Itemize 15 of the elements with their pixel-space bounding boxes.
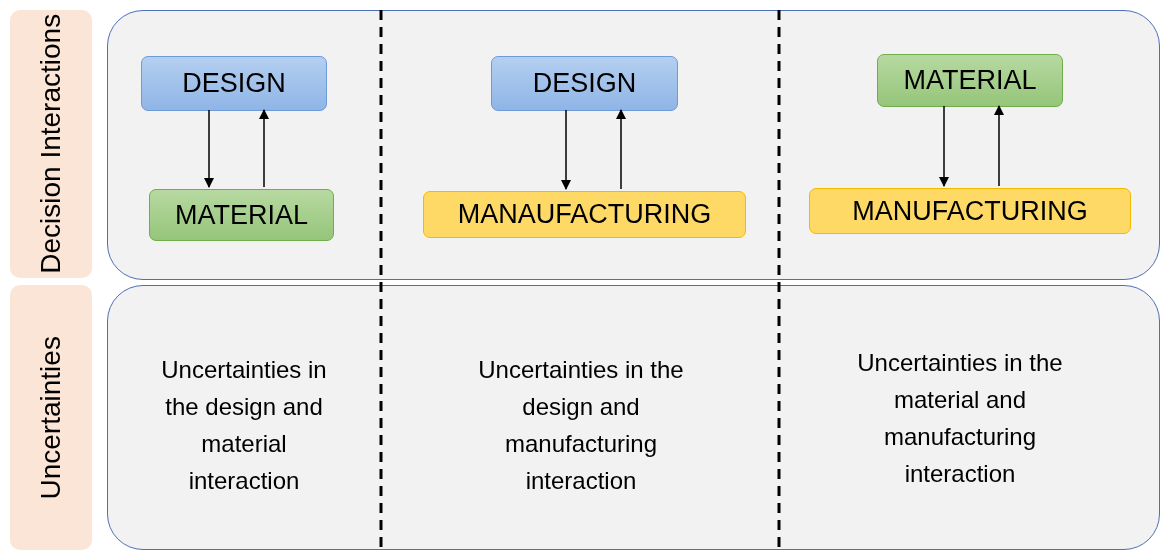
arrow <box>993 104 1005 187</box>
panel-background: DESIGN MATERIAL DESIGN MANAUFACTURING MATERIAL MANUFACTURING <box>107 10 1160 280</box>
row-label: Uncertainties <box>34 335 68 500</box>
description-text: Uncertainties in the design and manufacturing interaction <box>477 355 685 496</box>
arrow <box>615 108 627 190</box>
side-label-box <box>10 285 92 550</box>
arrow <box>258 108 270 188</box>
arrow <box>938 105 950 188</box>
arrow <box>560 109 572 191</box>
side-label-box <box>10 10 92 278</box>
row-label: Decision Interactions <box>34 14 68 274</box>
description-text: Uncertainties in the design and material interaction <box>160 355 328 496</box>
description-text: Uncertainties in the material and manufacturing interaction <box>856 348 1064 489</box>
panel-background <box>107 285 1160 550</box>
arrow <box>203 109 215 189</box>
